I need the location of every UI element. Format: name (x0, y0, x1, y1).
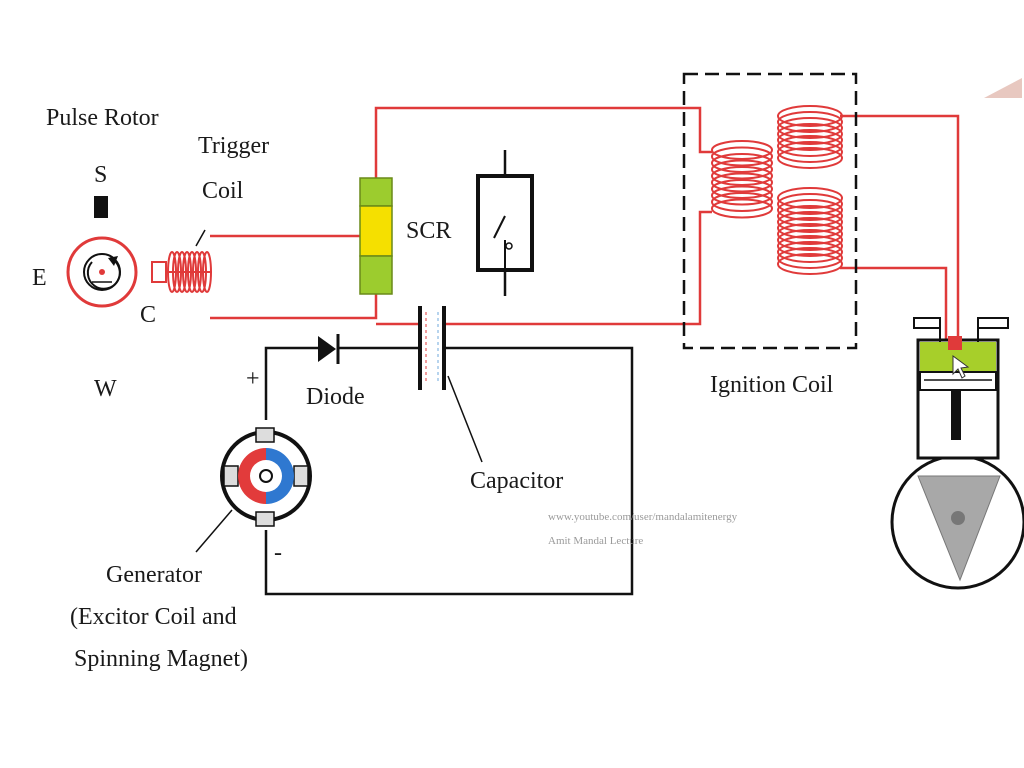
minus-label: - (274, 540, 282, 566)
rotor-c-pole (151, 261, 167, 283)
capacitor-label: Capacitor (470, 468, 563, 494)
trigger-label-line2: Coil (202, 178, 244, 204)
engine-cylinder (890, 317, 1024, 590)
generator-label-line3: Spinning Magnet) (74, 646, 248, 672)
black-wiring (264, 346, 634, 596)
generator (195, 427, 312, 553)
pulse-rotor-label: Pulse Rotor (46, 105, 159, 131)
rotation-arrow-icon (86, 257, 121, 290)
trigger-coil (166, 251, 212, 293)
w-pole-label: W (94, 376, 117, 402)
crankshaft (917, 475, 1001, 582)
piston (919, 371, 997, 391)
scr-label: SCR (406, 218, 451, 244)
generator-label-line2: (Excitor Coil and (70, 604, 237, 630)
watermark-url: www.youtube.com/user/mandalamitenergy (548, 511, 738, 523)
generator-label-line1: Generator (106, 562, 202, 588)
ignition-coil-label: Ignition Coil (710, 372, 834, 398)
rotor-s-pole (94, 196, 108, 218)
e-pole-label: E (32, 265, 47, 291)
mouse-cursor-icon (952, 355, 970, 379)
ignition-coil-enclosure (682, 72, 858, 350)
capacitor (418, 306, 483, 463)
watermark-credit: Amit Mandal Lecture (548, 535, 643, 547)
diode (318, 334, 340, 364)
intake-valve (913, 317, 941, 329)
switch-icon (476, 150, 534, 296)
magnet-north (238, 448, 266, 504)
spark-plug (948, 336, 962, 350)
corner-decoration (984, 78, 1022, 98)
trigger-label-line1: Trigger (198, 133, 269, 159)
scr (359, 177, 393, 295)
plus-label: + (246, 366, 260, 392)
exhaust-valve (977, 317, 1009, 329)
red-wiring (210, 106, 960, 340)
s-pole-label: S (94, 162, 107, 188)
magnet-south (266, 448, 294, 504)
c-pole-label: C (140, 302, 156, 328)
ignition-coil (711, 105, 843, 275)
diode-label: Diode (306, 384, 365, 410)
